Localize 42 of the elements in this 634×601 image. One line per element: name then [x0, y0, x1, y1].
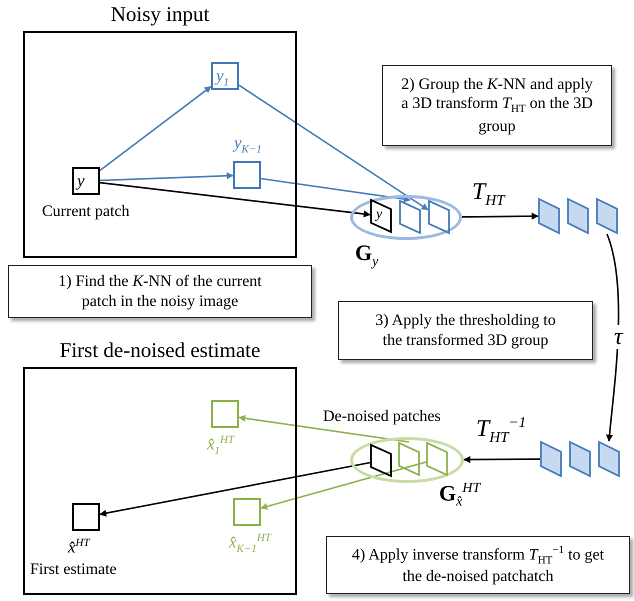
patch-slice [398, 442, 420, 476]
patch-slice [426, 442, 448, 476]
patch-slice [540, 441, 562, 477]
patch-caption: Current patch [42, 203, 130, 221]
patch-caption: De-noised patches [323, 408, 441, 426]
patch-symbol: y [77, 172, 85, 189]
arrow [100, 172, 234, 182]
step-text: 3) Apply the thresholding to the transformed 3D group [374, 311, 557, 350]
patch-slice [596, 198, 618, 234]
patch-symbol: x̂$^{HT}$ [68, 538, 90, 556]
arrow [100, 182, 371, 218]
group-symbol: G$_{y}$ [355, 242, 378, 270]
step-box [326, 536, 630, 594]
arrow [238, 84, 429, 210]
edge-label: τ [612, 325, 625, 349]
step-box [382, 65, 612, 146]
step-box [338, 301, 593, 360]
step-text: 4) Apply inverse transform T$_{HT}$$^{−1}$ to get the de-noised patchatch [350, 544, 606, 586]
patch-slice [370, 444, 392, 477]
patch-slice [538, 198, 560, 234]
patch-symbol: y$_{K−1}$ [234, 134, 262, 155]
step-text: 2) Group the K-NN and apply a 3D transform T$_{HT}$ on the 3D group [401, 75, 593, 136]
image-title: First de-noised estimate [58, 338, 262, 363]
patch-slice [428, 200, 450, 234]
step-box [8, 265, 312, 318]
patch-slice [399, 200, 421, 234]
arrow [260, 178, 411, 203]
patch-symbol: y$_{1}$ [216, 67, 230, 88]
patch-slice [569, 441, 591, 477]
arrow [99, 462, 370, 517]
step-text: 1) Find the K-NN of the current patch in the noisy image [57, 272, 263, 311]
patch-symbol: y [376, 207, 382, 223]
patch-square [211, 62, 239, 90]
patch-slice [567, 198, 589, 234]
patch-caption: First estimate [30, 561, 117, 579]
arrow [606, 234, 620, 442]
image-title: Noisy input [110, 2, 210, 27]
patch-slice [370, 199, 392, 233]
arrow [463, 456, 540, 464]
arrow [100, 86, 212, 172]
patch-slice [598, 441, 620, 477]
arrow [462, 212, 539, 220]
